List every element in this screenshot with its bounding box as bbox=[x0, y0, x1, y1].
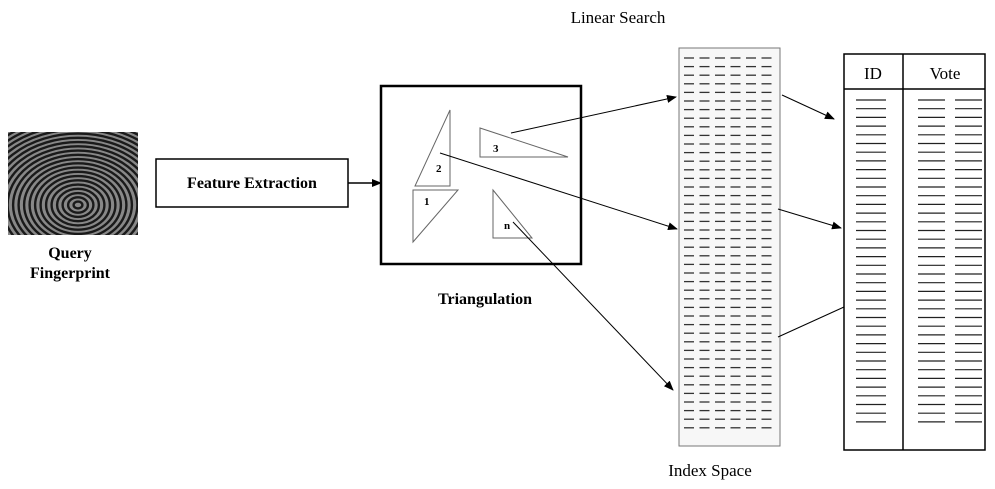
fingerprint-ridge bbox=[8, 140, 138, 175]
arrow-index-to-table-1 bbox=[781, 94, 835, 120]
triangle-1 bbox=[412, 189, 460, 244]
triangle-label-1: 1 bbox=[424, 196, 430, 208]
fingerprint-ridge bbox=[17, 157, 138, 235]
index-entries bbox=[684, 57, 772, 429]
query-label-line2: Fingerprint bbox=[30, 265, 111, 282]
feature-extraction-label: Feature Extraction bbox=[187, 175, 317, 192]
triangle-label-2: 2 bbox=[436, 163, 442, 175]
triangulation-caption: Triangulation bbox=[438, 291, 532, 308]
fingerprint-ridge bbox=[22, 162, 134, 235]
fingerprint-ridge bbox=[8, 145, 138, 235]
triangle-3 bbox=[479, 127, 569, 158]
arrow-index-to-table-2 bbox=[777, 208, 842, 230]
fingerprint-ridge bbox=[8, 149, 138, 235]
fingerprint-ridges bbox=[8, 132, 138, 235]
triangulation-box bbox=[379, 84, 583, 266]
fingerprint-ridge bbox=[28, 166, 128, 235]
vote-table-vote-header: Vote bbox=[930, 64, 961, 83]
fingerprint-ridge bbox=[66, 196, 90, 214]
arrow-trianglen-to-index bbox=[512, 221, 674, 391]
feature-extraction-box bbox=[155, 158, 349, 208]
arrow-index-to-table-3 bbox=[777, 301, 856, 338]
arrow-triangle2-to-index bbox=[439, 152, 678, 231]
fingerprint-ridge bbox=[55, 187, 101, 223]
fingerprint-image bbox=[8, 132, 138, 235]
vote-table bbox=[843, 53, 986, 451]
index-space-caption: Index Space bbox=[668, 461, 752, 480]
fingerprint-ridge bbox=[33, 170, 123, 235]
fingerprint-ridge bbox=[44, 179, 112, 231]
arrow-triangle3-to-index bbox=[510, 95, 677, 134]
index-space-title: Linear Search bbox=[571, 8, 666, 27]
fingerprint-ridge bbox=[11, 153, 138, 235]
triangle-label-3: 3 bbox=[493, 143, 499, 155]
fingerprint-ridge bbox=[8, 136, 138, 167]
fingerprint-ridge bbox=[61, 191, 95, 219]
vote-table-id-header: ID bbox=[864, 64, 882, 83]
fingerprint-ridge bbox=[72, 200, 84, 210]
fingerprint-ridge bbox=[8, 132, 138, 161]
query-label-line1: Query bbox=[48, 245, 92, 262]
triangle-n bbox=[492, 188, 534, 239]
fingerprint-ridge bbox=[39, 174, 117, 235]
fingerprint-ridge bbox=[50, 183, 106, 227]
triangle-label-n: n bbox=[504, 220, 510, 232]
vote-table-rows bbox=[856, 99, 982, 423]
triangle-2 bbox=[414, 109, 451, 187]
